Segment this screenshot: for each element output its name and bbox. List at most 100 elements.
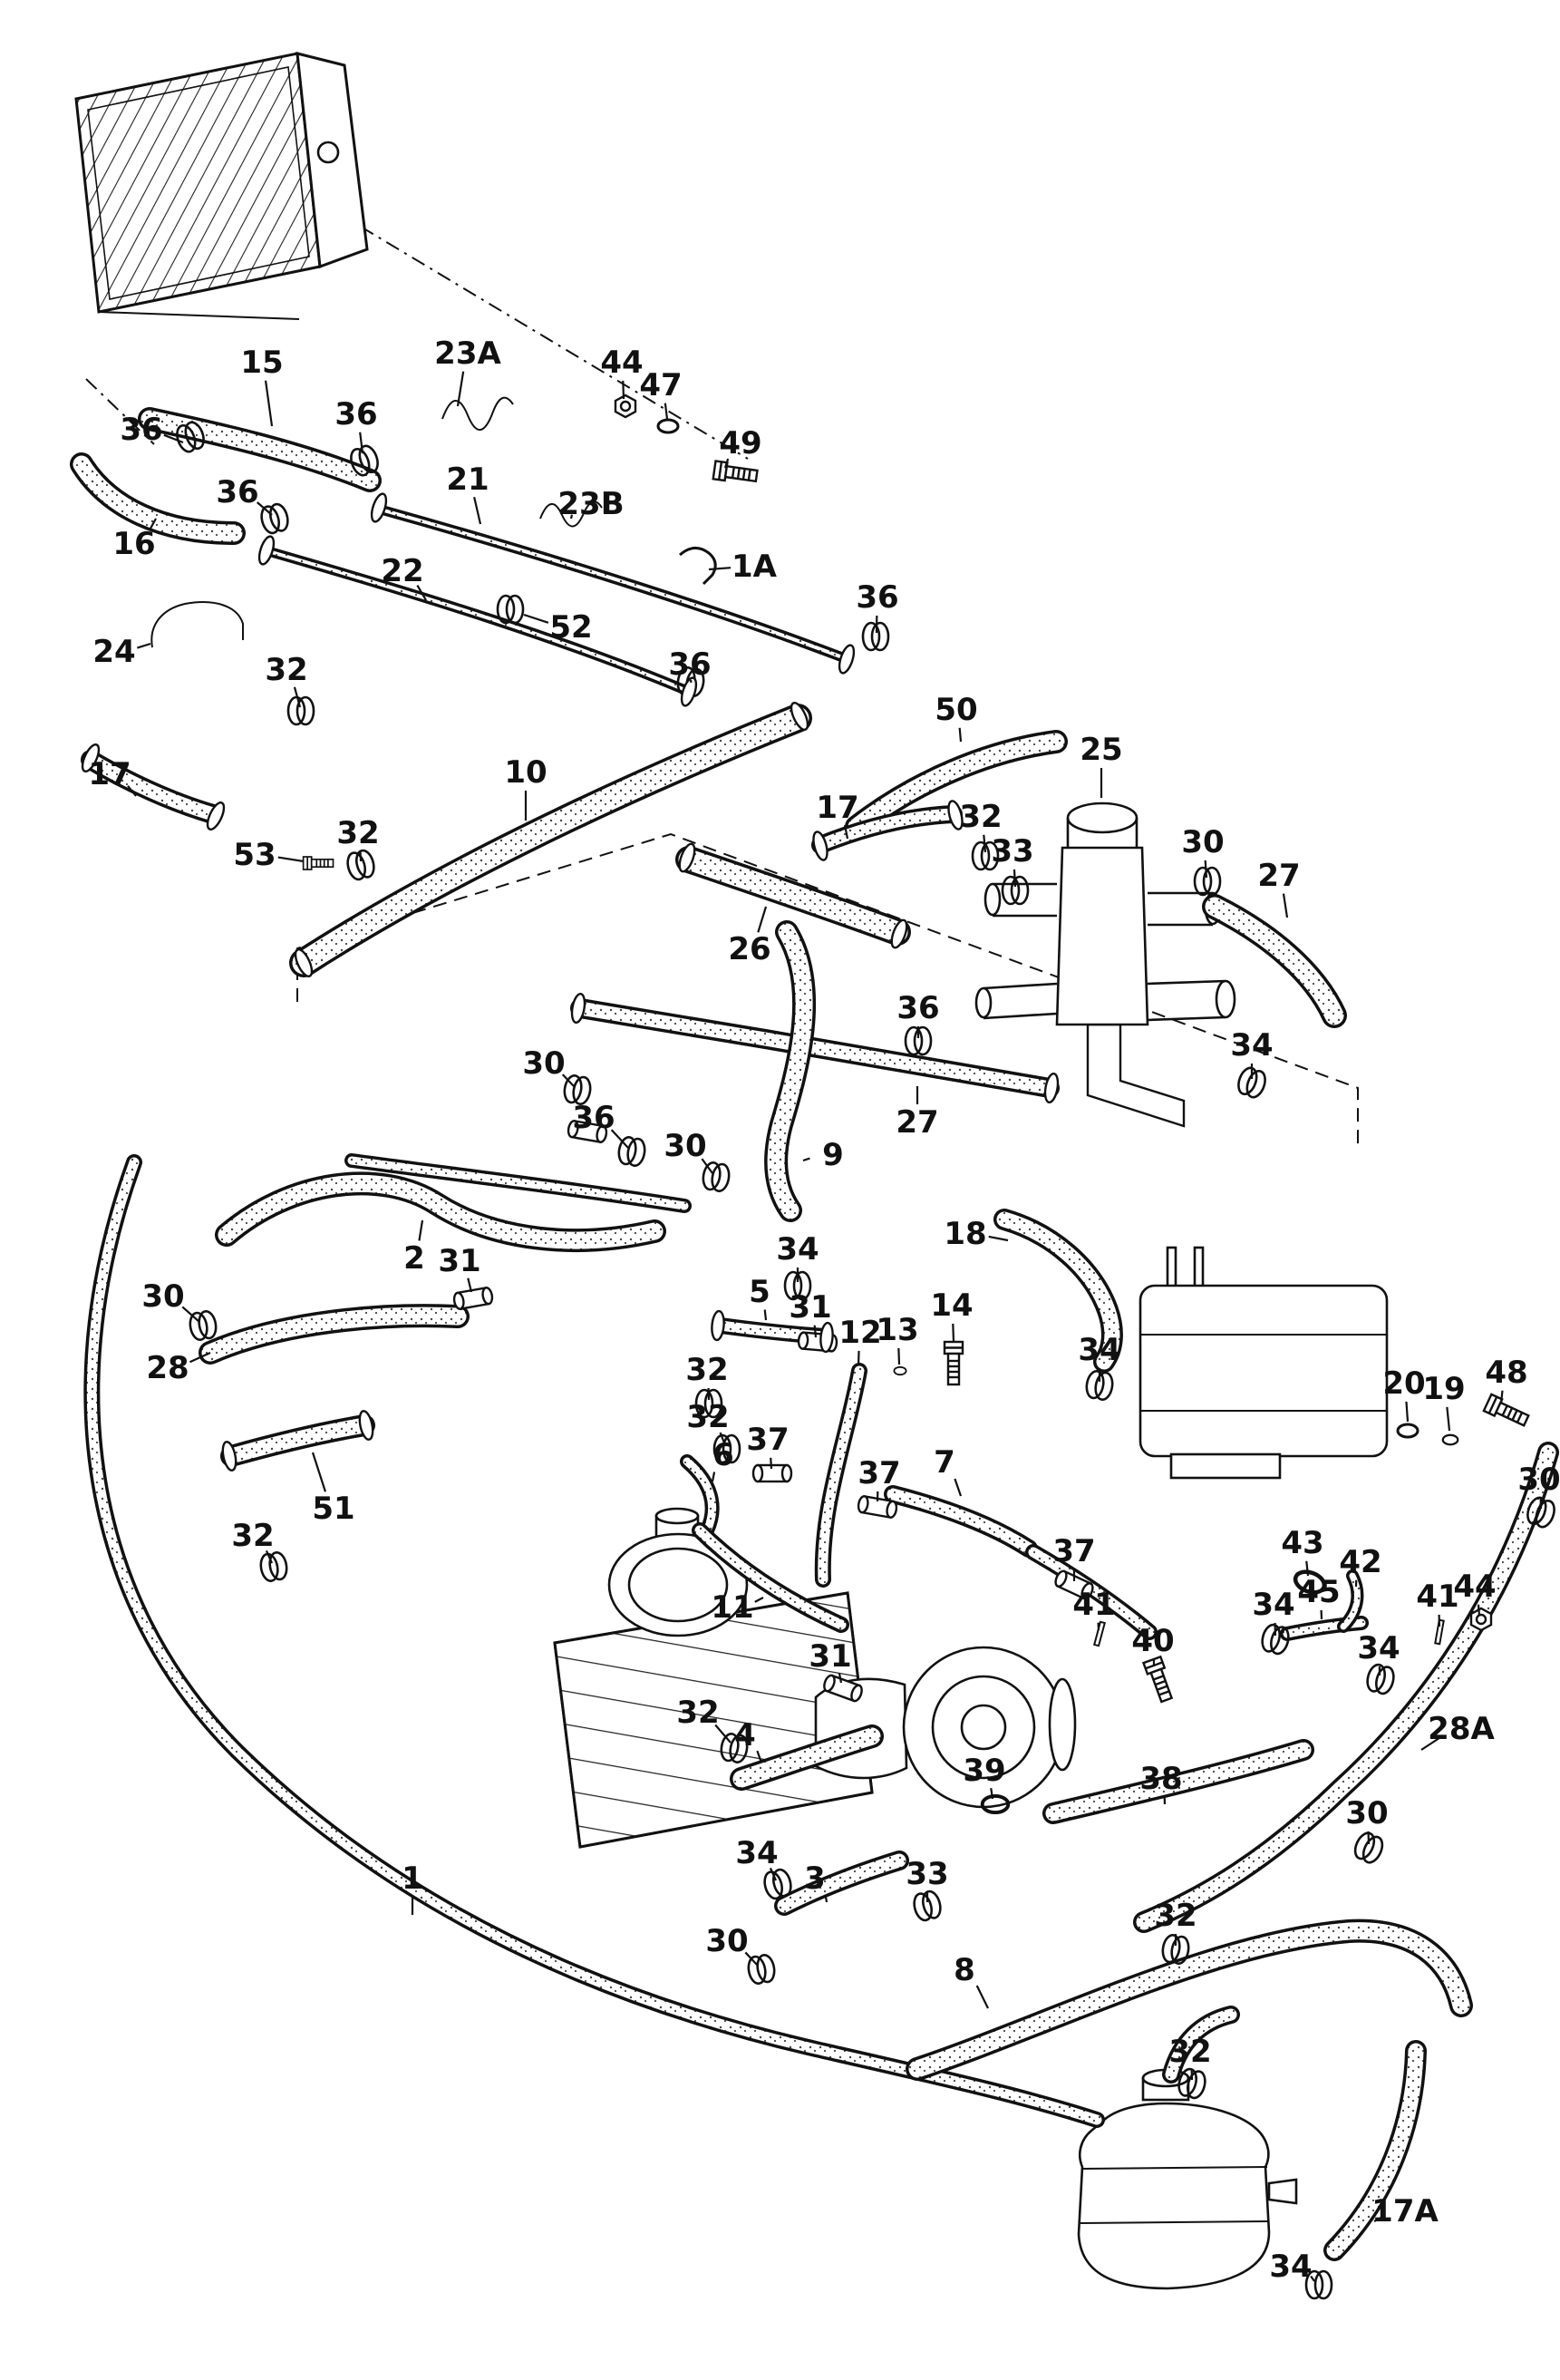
leader-line	[569, 514, 574, 520]
callout-number: 26	[728, 931, 770, 967]
leader-line	[1477, 1604, 1481, 1617]
callout-30: 30	[522, 1045, 575, 1087]
callout-42: 42	[1339, 1544, 1382, 1588]
leader-line	[701, 1158, 713, 1174]
bolt-icon	[1142, 1656, 1177, 1705]
leader-line	[265, 1549, 274, 1564]
callout-number: 30	[705, 1923, 748, 1959]
callout-37: 37	[1052, 1533, 1096, 1581]
leader-line	[189, 1351, 211, 1364]
leader-line	[664, 403, 669, 420]
leader-line	[958, 727, 963, 743]
callout-number: 23A	[434, 335, 501, 372]
callout-39: 39	[963, 1753, 1006, 1800]
callout-number: 32	[685, 1352, 728, 1388]
callout-36: 36	[668, 646, 712, 684]
leader-line	[1446, 1406, 1451, 1432]
callout-28A: 28A	[1420, 1711, 1495, 1751]
callout-number: 45	[1297, 1574, 1340, 1610]
leader-line	[756, 1750, 763, 1763]
callout-17: 17	[88, 756, 137, 797]
clamp-icon	[1363, 1661, 1398, 1697]
callout-30: 30	[1517, 1462, 1560, 1510]
clamp-icon	[861, 621, 890, 652]
callout-number: 25	[1080, 732, 1122, 768]
callout-24: 24	[92, 634, 151, 670]
end-icon	[709, 1309, 727, 1342]
callout-number: 19	[1422, 1371, 1465, 1407]
callout-number: 15	[240, 345, 283, 381]
callout-number: 42	[1339, 1544, 1381, 1580]
callout-number: 41	[1072, 1587, 1115, 1623]
callout-32: 32	[1154, 1898, 1197, 1946]
callout-number: 30	[522, 1045, 565, 1082]
bolt-icon	[1482, 1393, 1532, 1431]
spring-clip-23b	[539, 500, 603, 528]
callout-13: 13	[876, 1312, 919, 1365]
callout-34: 34	[1230, 1027, 1274, 1079]
callout-21: 21	[446, 461, 489, 525]
callout-number: 36	[334, 396, 377, 432]
leader-line	[843, 824, 849, 840]
callout-36: 36	[120, 412, 184, 448]
end-icon	[835, 642, 858, 676]
callout-number: 28A	[1428, 1711, 1495, 1747]
leader-line	[714, 1724, 732, 1744]
callout-number: 34	[1357, 1630, 1400, 1666]
callout-number: 23B	[557, 486, 624, 522]
construction-lines	[85, 226, 1359, 1150]
leader-line	[1305, 1560, 1310, 1577]
callout-50: 50	[935, 692, 978, 743]
callout-31: 31	[789, 1289, 832, 1338]
callout-number: 8	[954, 1952, 975, 1988]
end-icon	[255, 533, 278, 568]
callout-2: 2	[403, 1219, 425, 1277]
callout-32: 32	[336, 815, 380, 862]
callout-number: 16	[112, 526, 155, 562]
callout-17: 17	[816, 790, 859, 840]
callout-number: 32	[1154, 1898, 1197, 1934]
hoses	[70, 407, 1559, 2261]
bolt-icon	[302, 856, 334, 870]
pump-housing	[607, 1507, 749, 1637]
nut-icon	[1469, 1607, 1493, 1632]
callout-number: 22	[381, 553, 423, 589]
callout-6: 6	[711, 1437, 734, 1482]
leader-line	[148, 518, 157, 531]
end-icon	[367, 491, 391, 525]
callout-number: 21	[446, 461, 489, 498]
callout-19: 19	[1422, 1371, 1466, 1432]
callout-number: 17A	[1371, 2193, 1439, 2229]
callout-number: 7	[934, 1444, 955, 1481]
callout-37: 37	[858, 1455, 901, 1502]
engine-block	[553, 1591, 874, 1849]
leader-line	[523, 613, 549, 624]
callout-number: 20	[1382, 1365, 1425, 1402]
callout-25: 25	[1080, 732, 1123, 798]
leader-line	[277, 856, 305, 863]
callout-number: 37	[858, 1455, 900, 1491]
callout-16: 16	[112, 518, 157, 562]
callout-number: 33	[991, 833, 1033, 869]
callout-52: 52	[523, 609, 593, 646]
callout-34: 34	[1078, 1332, 1121, 1382]
callout-27: 27	[896, 1086, 939, 1141]
callout-number: 36	[572, 1100, 615, 1136]
callout-44: 44	[1453, 1569, 1497, 1617]
callout-number: 32	[676, 1695, 719, 1731]
leader-line	[418, 1219, 424, 1241]
ring-icon	[1396, 1423, 1420, 1439]
callout-9: 9	[802, 1137, 844, 1173]
clamp-icon	[700, 1160, 732, 1194]
callout-number: 18	[944, 1216, 986, 1252]
leader-line	[622, 380, 625, 400]
callout-number: 30	[141, 1278, 184, 1315]
callout-number: 36	[120, 412, 162, 448]
leader-line	[467, 1277, 473, 1293]
callout-number: 17	[88, 756, 131, 792]
callout-number: 30	[1345, 1795, 1388, 1831]
callout-20: 20	[1382, 1365, 1426, 1423]
nut-icon	[614, 393, 637, 419]
callout-1: 1	[402, 1860, 423, 1915]
